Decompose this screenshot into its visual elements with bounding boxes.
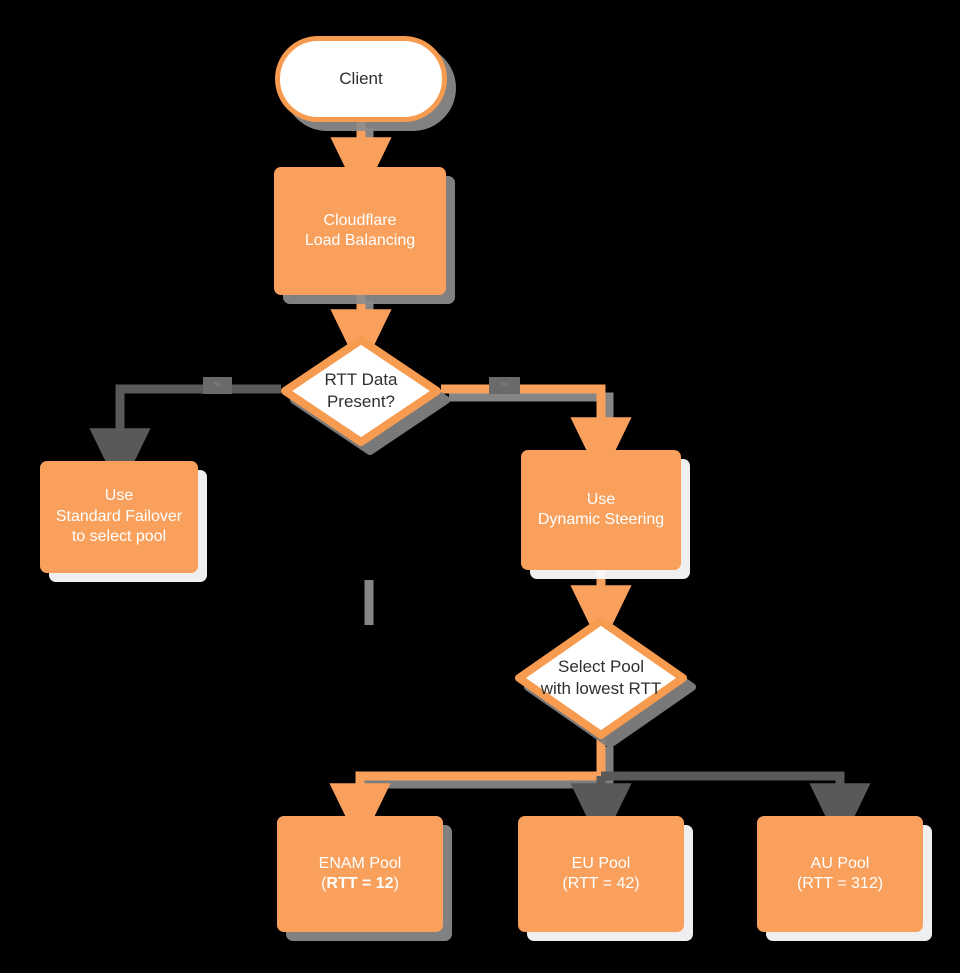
node-eu-rtt-value: RTT = 42: [567, 875, 635, 892]
node-failover-label-line2: Standard Failover: [55, 507, 183, 525]
node-eu-pool[interactable]: EU Pool (RTT = 42): [518, 816, 684, 932]
node-au-pool[interactable]: AU Pool (RTT = 312): [757, 816, 923, 932]
node-failover-label-line3: to select pool: [71, 528, 167, 546]
node-dynamic-label-line1: Use: [586, 490, 616, 508]
edge-label-yes: Yes: [489, 377, 520, 394]
node-au-rtt-open: (: [796, 875, 803, 892]
node-eu-label-line1: EU Pool: [571, 854, 631, 872]
node-rtt-data-present[interactable]: RTT Data Present?: [281, 336, 441, 446]
node-select-label-line2: with lowest RTT: [540, 679, 662, 698]
node-standard-failover[interactable]: Use Standard Failover to select pool: [40, 461, 198, 573]
node-enam-rtt-value: RTT = 12: [326, 875, 394, 892]
edge-label-no: No: [203, 377, 232, 394]
node-enam-rtt-line: (RTT = 12): [319, 874, 402, 894]
node-au-rtt-line: (RTT = 312): [797, 874, 883, 894]
node-eu-rtt-open: (: [562, 875, 568, 892]
node-rtt-label-line1: RTT Data: [324, 370, 398, 390]
edge-rtt-to-failover: [89, 384, 281, 492]
node-rtt-label-line2: Present?: [326, 392, 396, 411]
node-enam-pool[interactable]: ENAM Pool (RTT = 12): [277, 816, 443, 932]
node-client[interactable]: Client: [275, 36, 447, 122]
node-enam-label-line1: ENAM Pool: [318, 854, 402, 872]
edge-shadow-select-enam: [363, 747, 614, 820]
node-cloudflare-load-balancing[interactable]: Cloudflare Load Balancing: [274, 167, 446, 295]
edge-shadow-rtt-dynamic: [449, 392, 614, 454]
node-dynamic-steering[interactable]: Use Dynamic Steering: [521, 450, 681, 570]
edge-select-to-enam: [329, 739, 606, 847]
node-eu-rtt-close: ): [634, 875, 640, 892]
decision-diamond-shape: [281, 336, 441, 446]
node-select-pool-lowest-rtt[interactable]: Select Pool with lowest RTT: [515, 617, 687, 739]
node-enam-rtt-close: ): [393, 875, 399, 892]
node-au-rtt-value: RTT = 312: [802, 875, 878, 892]
node-clb-label-line2: Load Balancing: [304, 232, 416, 249]
node-dynamic-label-line2: Dynamic Steering: [537, 511, 665, 528]
node-client-label: Client: [339, 69, 383, 89]
node-failover-label-line1: Use: [104, 487, 134, 505]
node-au-label-line1: AU Pool: [810, 854, 870, 872]
node-enam-rtt-open: (: [321, 875, 327, 892]
decision-diamond-shape: [515, 617, 687, 739]
node-select-label-line1: Select Pool: [558, 657, 644, 677]
node-eu-rtt-line: (RTT = 42): [562, 874, 639, 894]
edge-select-to-au: [601, 771, 871, 847]
node-clb-label-line1: Cloudflare: [323, 211, 397, 229]
node-au-rtt-close: ): [877, 875, 884, 892]
